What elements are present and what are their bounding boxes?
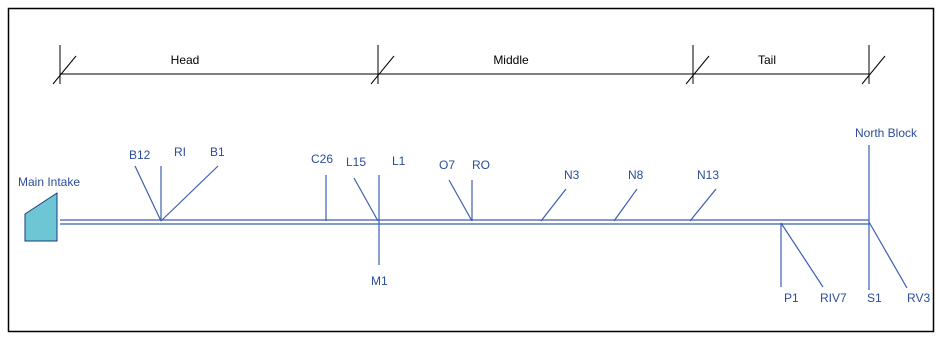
- outlet-label-m1: M1: [371, 274, 388, 288]
- outlet-label-b1: B1: [210, 145, 225, 159]
- branch-o7: [448, 179, 473, 222]
- branch-l15: [353, 177, 379, 222]
- branch-b1: [160, 165, 219, 222]
- outlet-label-l1: L1: [392, 154, 406, 168]
- section-scale: [52, 45, 886, 85]
- outlet-branches: [134, 145, 908, 290]
- main-intake-shape: [24, 192, 58, 242]
- outlet-label-ri: RI: [174, 145, 186, 159]
- diagram-border: [7, 7, 935, 333]
- branch-rv3: [868, 221, 908, 289]
- main-canal: [60, 219, 869, 225]
- outlet-label-o7: O7: [439, 158, 455, 172]
- outlet-label-n3: N3: [564, 168, 580, 182]
- outlet-label-c26: C26: [311, 152, 333, 166]
- section-label-tail: Tail: [758, 53, 776, 67]
- section-label-middle: Middle: [493, 53, 529, 67]
- section-slash-head-middle: [370, 55, 395, 85]
- section-slash-start: [52, 55, 77, 85]
- outlet-label-l15: L15: [346, 155, 366, 169]
- outlet-label-s1: S1: [867, 291, 882, 305]
- outlet-label-n8: N8: [628, 168, 644, 182]
- outlet-label-riv7: RIV7: [820, 291, 847, 305]
- section-slash-middle-tail: [685, 55, 710, 85]
- branch-n13: [689, 188, 717, 222]
- branch-riv7: [780, 222, 824, 288]
- outlet-label-b12: B12: [129, 148, 151, 162]
- main-intake-label: Main Intake: [18, 175, 80, 189]
- section-slash-end: [861, 55, 886, 85]
- outlet-label-rv3: RV3: [907, 291, 930, 305]
- outlet-label-north-block: North Block: [855, 126, 918, 140]
- branch-n8: [613, 188, 638, 222]
- outlet-label-ro: RO: [472, 158, 490, 172]
- outlet-label-n13: N13: [697, 168, 719, 182]
- section-label-head: Head: [171, 53, 200, 67]
- branch-b12: [134, 165, 162, 222]
- outlet-label-p1: P1: [784, 291, 799, 305]
- branch-n3: [540, 188, 567, 222]
